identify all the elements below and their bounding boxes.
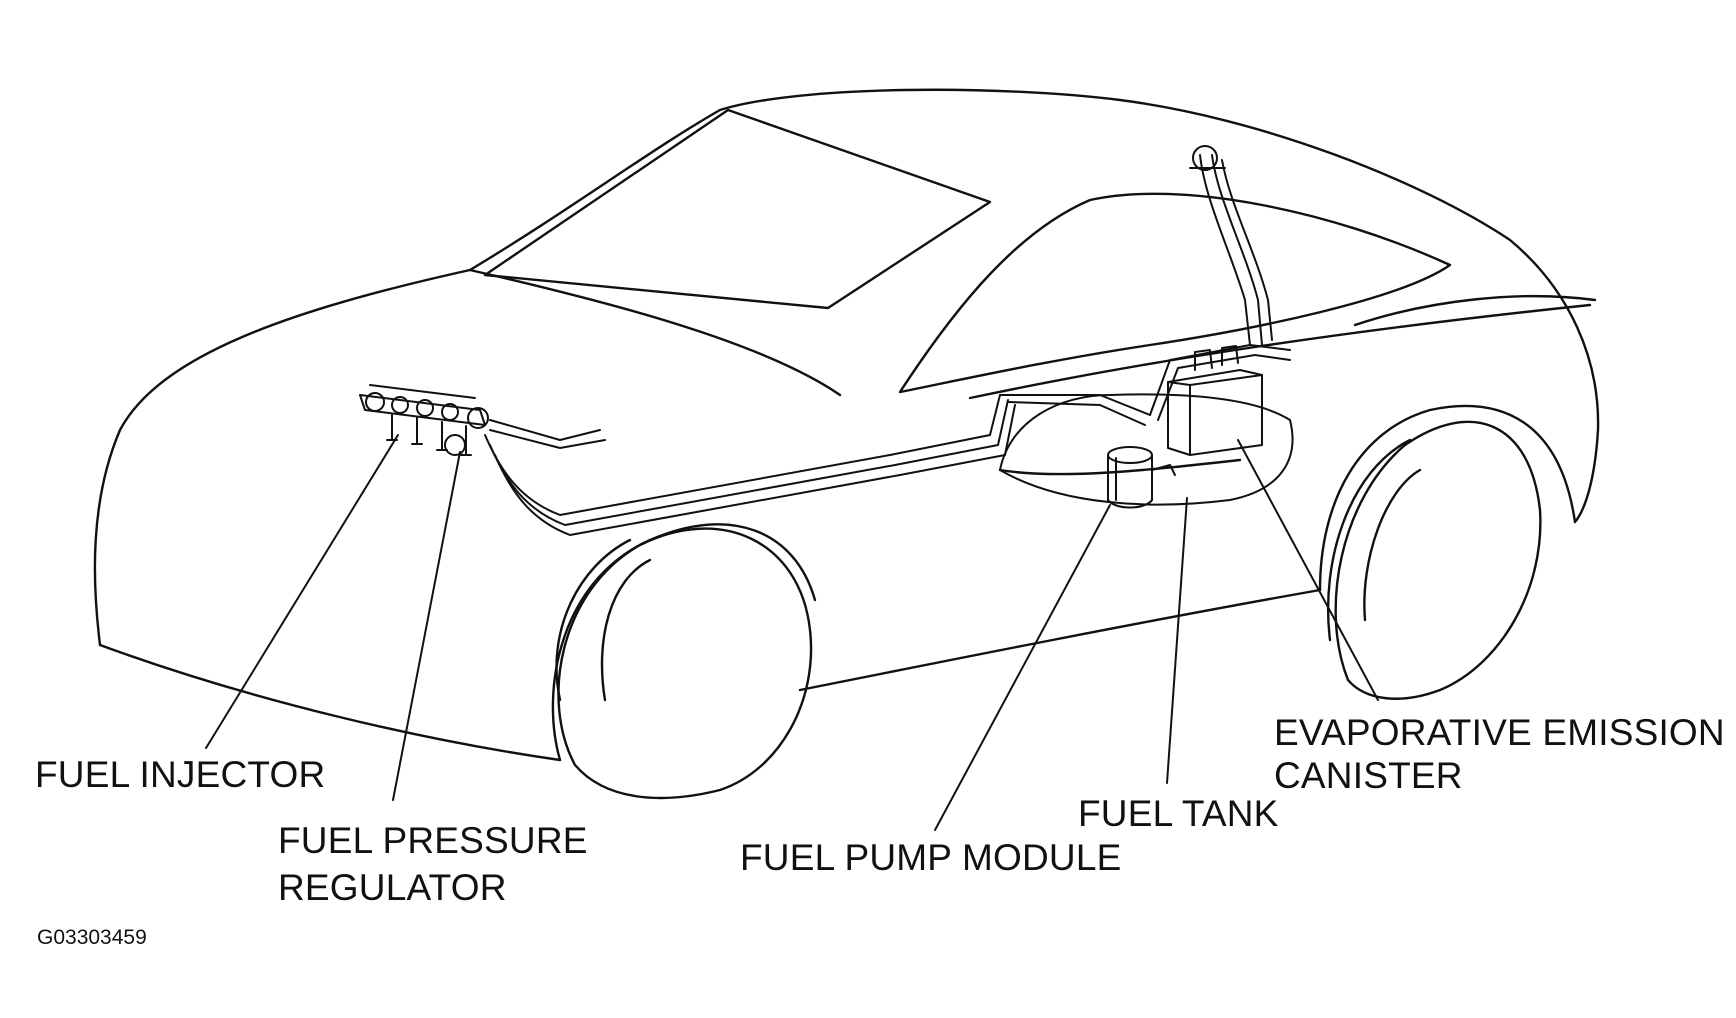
label-fuel-tank: FUEL TANK [1078, 793, 1279, 834]
label-fuel-injector: FUEL INJECTOR [35, 754, 326, 795]
car-rocker-line [798, 588, 1322, 692]
fuel-tank [999, 393, 1294, 506]
label-evap-canister-line1: EVAPORATIVE EMISSION [1274, 712, 1725, 753]
leader-fuel-tank [1166, 497, 1188, 784]
leader-fuel-pressure-regulator [392, 451, 461, 801]
car-outline [93, 88, 1600, 762]
fuel-pump-module [1107, 446, 1176, 509]
front-wheel [555, 527, 813, 800]
label-fuel-pressure-regulator-line2: REGULATOR [278, 867, 507, 908]
label-fuel-pressure-regulator-line1: FUEL PRESSURE [278, 820, 588, 861]
hood-line [468, 268, 842, 397]
belt-line [968, 303, 1592, 400]
leader-evap-canister [1237, 439, 1379, 701]
rear-wheel-arch [1318, 404, 1577, 592]
windshield [483, 108, 992, 310]
leader-fuel-pump-module [934, 504, 1111, 831]
front-wheel-arch [551, 523, 817, 762]
rear-deck-line [1353, 294, 1597, 327]
leader-fuel-injector [205, 434, 399, 749]
figure-code: G03303459 [37, 926, 147, 949]
label-evap-canister-line2: CANISTER [1274, 755, 1463, 796]
side-window [898, 192, 1452, 394]
filler-neck [1189, 145, 1273, 346]
fuel-lines [484, 344, 1291, 536]
leader-lines [205, 434, 1379, 831]
evaporative-emission-canister [1167, 345, 1263, 456]
fuel-injector-rail [359, 384, 606, 456]
car-sill-line [98, 643, 562, 762]
rear-wheel [1326, 420, 1542, 700]
car-body-outline [93, 88, 1600, 647]
label-fuel-pump-module: FUEL PUMP MODULE [740, 837, 1122, 878]
